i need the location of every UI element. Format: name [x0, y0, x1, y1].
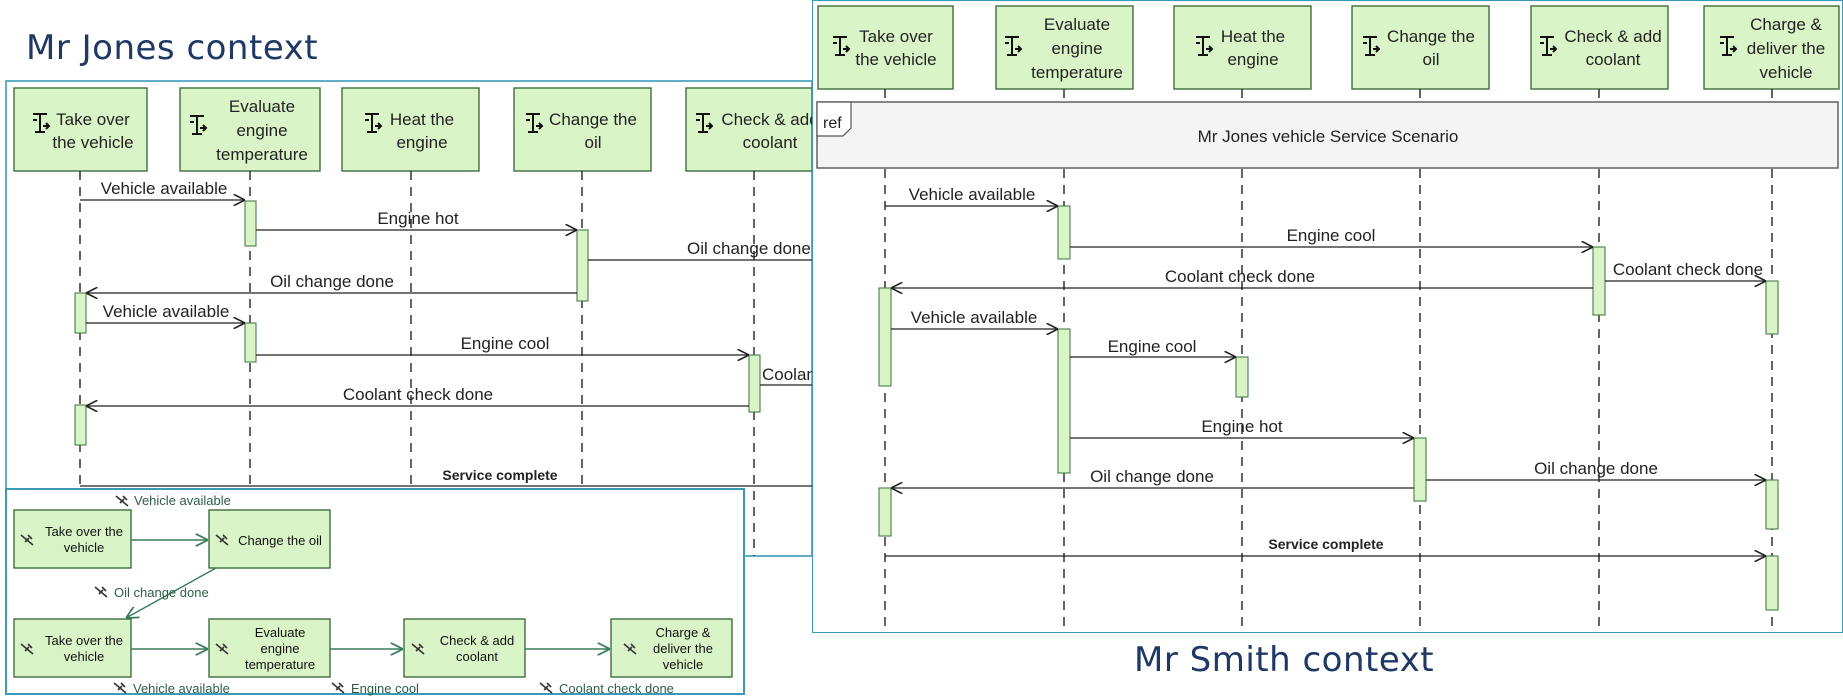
- svg-text:oil: oil: [1422, 50, 1439, 69]
- flow-node-coolant[interactable]: Check & add coolant: [403, 618, 526, 678]
- right-lifeline-change-oil[interactable]: Change the oil: [1351, 5, 1490, 90]
- svg-text:Take over: Take over: [859, 27, 933, 46]
- svg-text:vehicle: vehicle: [1760, 63, 1813, 82]
- left-lifeline-change-oil[interactable]: Change the oil: [513, 87, 652, 172]
- flow-node-evaluate[interactable]: Evaluate engine temperature: [208, 618, 331, 678]
- right-msg-engine-hot: Engine hot: [1201, 417, 1283, 436]
- svg-text:Evaluate: Evaluate: [1044, 15, 1110, 34]
- flow-label-coolant-check-done: Coolant check done: [559, 681, 674, 696]
- svg-text:Take over the: Take over the: [45, 524, 123, 539]
- right-msg-service-complete: Service complete: [1268, 536, 1383, 552]
- svg-text:Check & add: Check & add: [1564, 27, 1661, 46]
- svg-text:Take over the: Take over the: [45, 633, 123, 648]
- svg-text:engine: engine: [1227, 50, 1278, 69]
- left-lifeline-take-over[interactable]: Take over the vehicle: [13, 87, 148, 172]
- svg-text:Charge &: Charge &: [656, 625, 711, 640]
- flow-node-charge-deliver[interactable]: Charge & deliver the vehicle: [610, 618, 733, 678]
- svg-text:Check & add: Check & add: [440, 633, 514, 648]
- svg-text:Change the: Change the: [549, 110, 637, 129]
- svg-text:Charge &: Charge &: [1750, 15, 1822, 34]
- flow-label-vehicle-available-top: Vehicle available: [134, 493, 231, 508]
- flow-node-take-over-2[interactable]: Take over the vehicle: [13, 618, 132, 678]
- left-msg-engine-cool: Engine cool: [461, 334, 550, 353]
- left-msg-engine-hot: Engine hot: [377, 209, 459, 228]
- svg-text:engine: engine: [236, 121, 287, 140]
- svg-text:Evaluate: Evaluate: [229, 97, 295, 116]
- right-lifeline-evaluate[interactable]: Evaluate engine temperature: [995, 5, 1134, 90]
- svg-text:deliver the: deliver the: [1747, 39, 1825, 58]
- svg-text:Check & add: Check & add: [721, 110, 818, 129]
- left-lifeline-heat[interactable]: Heat the engine: [341, 87, 480, 172]
- left-msg-vehicle-available: Vehicle available: [101, 179, 228, 198]
- left-lifeline-evaluate[interactable]: Evaluate engine temperature: [179, 87, 321, 172]
- right-msg-oil-change-done-2: Oil change done: [1534, 459, 1658, 478]
- left-msg-oil-change-done-2: Oil change done: [270, 272, 394, 291]
- svg-text:Heat the: Heat the: [1221, 27, 1285, 46]
- svg-text:vehicle: vehicle: [64, 649, 104, 664]
- svg-text:coolant: coolant: [456, 649, 498, 664]
- svg-text:temperature: temperature: [245, 657, 315, 672]
- svg-text:coolant: coolant: [1586, 50, 1641, 69]
- ref-fragment[interactable]: ref Mr Jones vehicle Service Scenario: [816, 101, 1839, 169]
- svg-text:deliver the: deliver the: [653, 641, 713, 656]
- caption-mr-smith: Mr Smith context: [1134, 640, 1435, 680]
- right-lifeline-charge-deliver[interactable]: Charge & deliver the vehicle: [1703, 5, 1840, 90]
- right-msg-vehicle-available: Vehicle available: [909, 185, 1036, 204]
- svg-text:temperature: temperature: [216, 145, 308, 164]
- svg-text:the vehicle: the vehicle: [52, 133, 133, 152]
- ref-label: Mr Jones vehicle Service Scenario: [1198, 127, 1459, 146]
- right-msg-engine-cool: Engine cool: [1287, 226, 1376, 245]
- left-msg-service-complete: Service complete: [442, 467, 557, 483]
- left-msg-coolant-check-done: Coolant check done: [343, 385, 493, 404]
- left-lifeline-label: Take over: [56, 110, 130, 129]
- right-msg-oil-change-done-1: Oil change done: [1090, 467, 1214, 486]
- svg-text:Evaluate: Evaluate: [255, 625, 306, 640]
- svg-text:temperature: temperature: [1031, 63, 1123, 82]
- right-msg-coolant-check-done-2: Coolant check done: [1613, 260, 1763, 279]
- right-msg-engine-cool-2: Engine cool: [1108, 337, 1197, 356]
- svg-text:vehicle: vehicle: [64, 540, 104, 555]
- right-lifeline-heat[interactable]: Heat the engine: [1173, 5, 1312, 90]
- left-msg-oil-change-done-1: Oil change done: [687, 239, 811, 258]
- flow-label-vehicle-available-bottom: Vehicle available: [133, 681, 230, 696]
- flow-label-oil-change-done: Oil change done: [114, 585, 209, 600]
- right-lifeline-take-over[interactable]: Take over the vehicle: [817, 5, 954, 90]
- right-msg-vehicle-available-2: Vehicle available: [911, 308, 1038, 327]
- svg-text:vehicle: vehicle: [663, 657, 703, 672]
- svg-text:Change the: Change the: [1387, 27, 1475, 46]
- flow-node-change-oil[interactable]: Change the oil: [208, 509, 331, 569]
- svg-text:Change the oil: Change the oil: [238, 533, 322, 548]
- left-lifeline-coolant[interactable]: Check & add coolant: [685, 87, 819, 172]
- svg-text:oil: oil: [584, 133, 601, 152]
- flow-node-take-over-1[interactable]: Take over the vehicle: [13, 509, 132, 569]
- svg-text:Heat the: Heat the: [390, 110, 454, 129]
- svg-text:engine: engine: [260, 641, 299, 656]
- svg-text:engine: engine: [396, 133, 447, 152]
- right-lifeline-coolant[interactable]: Check & add coolant: [1530, 5, 1669, 90]
- svg-text:coolant: coolant: [743, 133, 798, 152]
- left-msg-vehicle-available-2: Vehicle available: [103, 302, 230, 321]
- flow-label-engine-cool: Engine cool: [351, 681, 419, 696]
- right-msg-coolant-check-done-1: Coolant check done: [1165, 267, 1315, 286]
- svg-text:the vehicle: the vehicle: [855, 50, 936, 69]
- caption-mr-jones: Mr Jones context: [26, 28, 319, 68]
- ref-tag: ref: [823, 115, 842, 132]
- svg-text:engine: engine: [1051, 39, 1102, 58]
